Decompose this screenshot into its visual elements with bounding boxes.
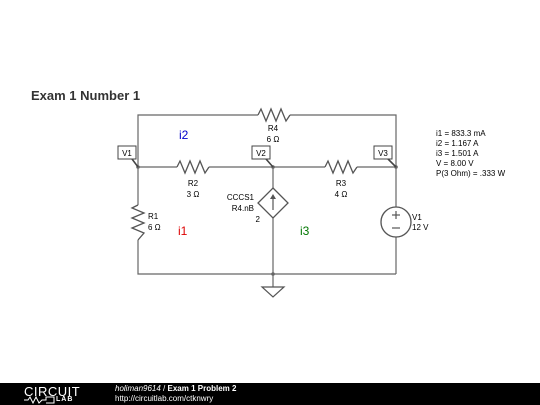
loop-current-i2: i2 <box>179 128 189 142</box>
cccs-name: CCCS1 <box>227 193 255 202</box>
resistor-r1[interactable] <box>130 204 146 241</box>
loop-current-labels: i2 i1 i3 <box>178 128 310 238</box>
result-line: i1 = 833.3 mA <box>436 129 486 138</box>
result-line: i2 = 1.167 A <box>436 139 479 148</box>
results-panel: i1 = 833.3 mA i2 = 1.167 A i3 = 1.501 A … <box>436 129 505 179</box>
node-flag-v1[interactable]: V1 <box>117 145 139 168</box>
wire-top-left <box>137 114 258 167</box>
junctions <box>136 165 398 276</box>
node-flag-box <box>373 145 393 160</box>
result-line: V = 8.00 V <box>436 159 474 168</box>
wires <box>137 114 397 287</box>
v1-name: V1 <box>412 213 422 222</box>
up-arrow-icon <box>270 194 276 199</box>
r3-value: 4 Ω <box>335 190 348 199</box>
footer-bar: CIRCUIT LAB holiman9614 / Exam 1 Problem… <box>0 383 540 405</box>
component-labels: R4 6 Ω R2 3 Ω R3 4 Ω R1 6 Ω CCCS1 R4.nB … <box>148 124 429 232</box>
node-flag-pointer <box>131 158 139 168</box>
node-label-v1: V1 <box>122 149 132 158</box>
resistor-r4[interactable] <box>257 107 291 123</box>
node-label-v2: V2 <box>256 149 266 158</box>
footer-url-link[interactable]: http://circuitlab.com/ctknwry <box>115 394 214 403</box>
resistor-zigzags <box>130 107 358 241</box>
circuitlab-logo[interactable]: CIRCUIT <box>24 384 81 399</box>
r3-name: R3 <box>336 179 347 188</box>
v1-value: 12 V <box>412 223 429 232</box>
ground-triangle <box>260 286 286 298</box>
result-line: P(3 Ohm) = .333 W <box>436 169 506 178</box>
node-flags: V1 V2 V3 <box>117 145 397 168</box>
loop-current-i1: i1 <box>178 224 188 238</box>
footer-project-line: holiman9614 / Exam 1 Problem 2 <box>115 384 236 393</box>
page-title: Exam 1 Number 1 <box>31 88 141 103</box>
ground-icon <box>260 286 286 298</box>
cccs-gain: 2 <box>256 215 261 224</box>
footer-separator: / <box>163 384 166 393</box>
wire-bottom <box>137 240 396 275</box>
r2-name: R2 <box>188 179 199 188</box>
wire-top-right <box>290 114 397 167</box>
cccs-expr: R4.nB <box>232 204 254 213</box>
logo-wave-icon <box>24 396 55 404</box>
node-flag-pointer <box>265 158 274 168</box>
resistor-r2[interactable] <box>176 159 210 175</box>
r2-value: 3 Ω <box>187 190 200 199</box>
node-flag-pointer <box>387 158 397 168</box>
node-flag-box <box>251 145 271 160</box>
result-line: i3 = 1.501 A <box>436 149 479 158</box>
footer-user-link[interactable]: holiman9614 <box>115 384 161 393</box>
node-flag-v2[interactable]: V2 <box>251 145 274 168</box>
cccs-source[interactable] <box>257 187 289 219</box>
r4-name: R4 <box>268 124 279 133</box>
node-flag-v3[interactable]: V3 <box>373 145 397 168</box>
node-flag-box <box>117 145 137 160</box>
loop-current-i3: i3 <box>300 224 310 238</box>
r4-value: 6 Ω <box>267 135 280 144</box>
footer-project-link[interactable]: Exam 1 Problem 2 <box>167 384 237 393</box>
r1-name: R1 <box>148 212 159 221</box>
r1-value: 6 Ω <box>148 223 161 232</box>
node-label-v3: V3 <box>378 149 388 158</box>
voltage-source-circle <box>380 206 412 238</box>
junction-dot <box>271 272 275 276</box>
resistor-r3[interactable] <box>324 159 358 175</box>
voltage-source-v1[interactable] <box>380 206 412 238</box>
circuitlab-logo-lab: LAB <box>56 396 74 403</box>
